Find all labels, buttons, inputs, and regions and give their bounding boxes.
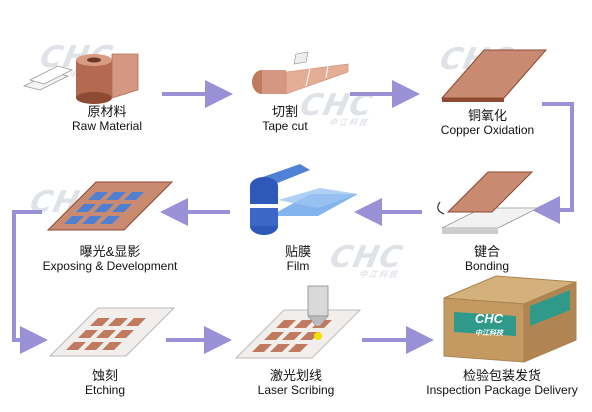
step-laser-scribing: 激光划线 Laser Scribing xyxy=(257,368,335,397)
raw-material-icon xyxy=(22,53,139,104)
copper-oxidation-icon xyxy=(440,49,548,102)
arrow-exposing-to-etching xyxy=(12,210,48,354)
step-copper-oxidation: 铜氧化 Copper Oxidation xyxy=(440,108,535,137)
arrow-oxidation-to-bonding xyxy=(532,102,574,224)
tape-cut-icon xyxy=(252,51,349,95)
step-bonding: 键合 Bonding xyxy=(464,244,510,273)
step-etching: 蚀刻 Etching xyxy=(84,368,126,397)
package-box-icon xyxy=(443,275,577,363)
step-raw-material: 原材料 Raw Material xyxy=(71,104,143,133)
step-exposing-development: 曝光&显影 Exposing & Development xyxy=(42,244,178,273)
step-inspection-package-delivery: 检验包装发货 Inspection Package Delivery xyxy=(426,368,578,397)
bonding-icon xyxy=(437,171,539,234)
step-film: 贴膜 Film xyxy=(284,244,311,273)
step-tape-cut: 切割 Tape cut xyxy=(262,104,308,133)
etching-icon xyxy=(48,307,176,357)
exposing-icon xyxy=(46,181,174,231)
laser-scribing-icon xyxy=(234,285,362,359)
film-icon xyxy=(250,164,358,235)
